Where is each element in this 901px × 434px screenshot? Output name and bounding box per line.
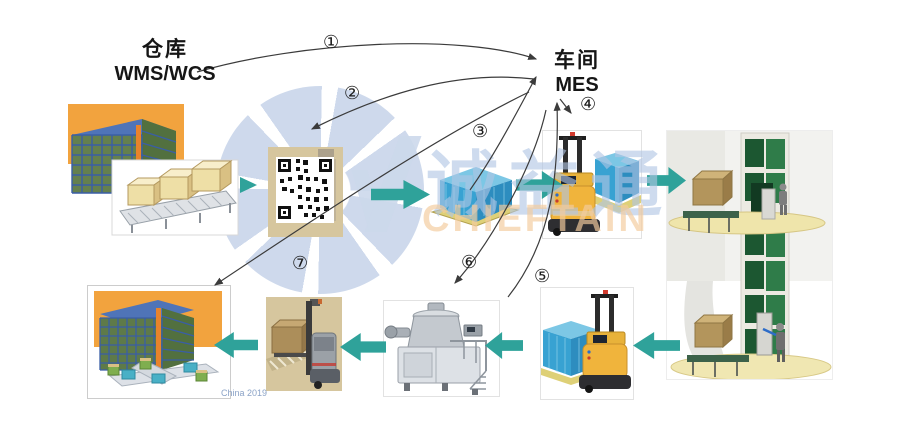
warehouse-title-cn: 仓库 bbox=[142, 38, 188, 61]
workshop-title-cn: 车间 bbox=[554, 49, 600, 72]
qr-code-image bbox=[268, 147, 343, 237]
granulator-machine-image bbox=[383, 300, 500, 397]
step-badge-3: ③ bbox=[472, 121, 489, 141]
step-badge-5: ⑤ bbox=[534, 266, 551, 286]
arrow-step-4 bbox=[559, 98, 572, 114]
step-badge-2: ② bbox=[344, 83, 361, 103]
warehouse-title: 仓库 WMS/WCS bbox=[95, 37, 235, 86]
warehouse-title-en: WMS/WCS bbox=[114, 63, 216, 85]
arrow-step-1 bbox=[196, 43, 538, 73]
workshop-title-en: MES bbox=[555, 74, 599, 96]
step-badge-6: ⑥ bbox=[461, 252, 478, 272]
china-2019-note: China 2019 bbox=[221, 388, 268, 398]
pallet-stacker-image bbox=[266, 297, 342, 391]
step-badge-1: ① bbox=[323, 32, 340, 52]
step-badge-4: ④ bbox=[580, 94, 597, 114]
workshop-title: 车间 MES bbox=[527, 48, 627, 97]
agv-forklift-return-image bbox=[540, 287, 634, 400]
wrapped-pallet-image bbox=[424, 150, 524, 234]
flow-arrow-left-3-icon bbox=[340, 333, 386, 361]
warehouse-asrs-outbound-image bbox=[66, 97, 240, 237]
step-badge-7: ⑦ bbox=[292, 253, 309, 273]
vertical-lift-image bbox=[666, 130, 833, 381]
agv-forklift-image bbox=[542, 130, 642, 239]
warehouse-asrs-inbound-image bbox=[87, 285, 231, 399]
